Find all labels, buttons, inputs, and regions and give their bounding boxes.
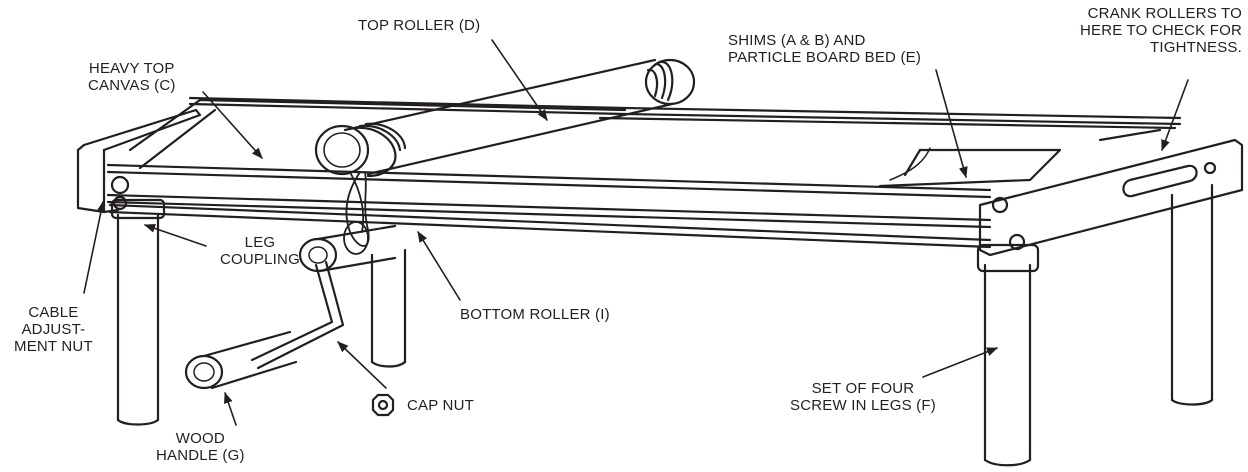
- label-cap-nut: CAP NUT: [407, 397, 474, 414]
- arrow-leg-coupling: [143, 224, 207, 247]
- label-top-roller: TOP ROLLER (D): [358, 17, 480, 34]
- label-leg-coupling-line-1: LEG: [244, 234, 276, 251]
- label-bottom-roller: BOTTOM ROLLER (I): [460, 306, 610, 323]
- label-crank-rollers-line-1: CRANK ROLLERS TO: [1087, 5, 1242, 22]
- crank-handle: [184, 260, 345, 390]
- label-wood-handle-line-2: HANDLE (G): [156, 447, 245, 464]
- arrow-heavy-top-canvas: [202, 91, 263, 159]
- arrow-screw-in-legs: [922, 347, 999, 378]
- arrow-shims-bed: [935, 69, 968, 179]
- particle-board-bed: [878, 147, 1062, 188]
- label-shims-particle-board-line-2: PARTICLE BOARD BED (E): [728, 49, 922, 66]
- bottom-roller: [108, 203, 992, 273]
- arrow-wood-handle: [224, 391, 237, 426]
- label-cable-adjustment-nut-line-3: MENT NUT: [14, 338, 93, 355]
- label-crank-rollers-line-3: TIGHTNESS.: [1149, 39, 1242, 56]
- label-screw-in-legs-line-2: SCREW IN LEGS (F): [790, 397, 936, 414]
- arrow-cable-adjustment: [83, 200, 106, 294]
- label-cable-adjustment-nut-line-1: CABLE: [28, 304, 79, 321]
- roller-cable: [343, 171, 370, 255]
- arrow-top-roller: [491, 39, 548, 121]
- label-screw-in-legs-line-1: SET OF FOUR: [811, 380, 915, 397]
- cap-nut: [371, 393, 395, 417]
- label-cap-nut-line-1: CAP NUT: [407, 397, 474, 414]
- arrow-cap-nut: [337, 341, 387, 389]
- label-leg-coupling-line-2: COUPLING: [220, 251, 300, 268]
- arrow-crank-rollers: [1161, 79, 1189, 152]
- front-rail: [106, 163, 992, 229]
- label-bottom-roller-line-1: BOTTOM ROLLER (I): [460, 306, 610, 323]
- leader-arrows: [83, 39, 1189, 426]
- top-canvas-sheet: [128, 98, 1177, 170]
- label-cable-adjustment-nut-line-2: ADJUST-: [21, 321, 86, 338]
- top-roller: [314, 58, 696, 178]
- cable-adjustment-nut: [110, 175, 130, 211]
- label-shims-particle-board-line-1: SHIMS (A & B) AND: [728, 32, 866, 49]
- label-top-roller-line-1: TOP ROLLER (D): [358, 17, 481, 34]
- legs: [110, 183, 1214, 467]
- label-heavy-top-canvas-line-2: CANVAS (C): [88, 77, 176, 94]
- label-heavy-top-canvas-line-1: HEAVY TOP: [88, 60, 175, 77]
- right-end-board: [978, 138, 1244, 257]
- label-crank-rollers-line-2: HERE TO CHECK FOR: [1079, 22, 1242, 39]
- arrow-bottom-roller: [417, 231, 461, 301]
- label-wood-handle-line-1: WOOD: [175, 430, 225, 447]
